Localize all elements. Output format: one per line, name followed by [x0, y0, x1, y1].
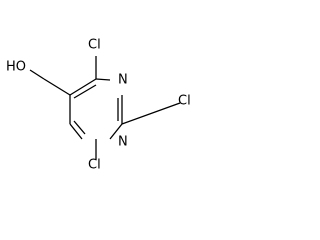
bond-c4-c5-inner [73, 84, 97, 99]
structure-diagram: HO Cl N Cl N Cl [6, 38, 191, 173]
atom-label-cl-right: Cl [178, 94, 191, 109]
bond-c4-c5 [69, 78, 97, 96]
bond-c6-n1-outer [73, 120, 86, 135]
bond-n3-c4 [95, 78, 111, 81]
bond-ch2-oh [29, 69, 45, 80]
bond-n1-c2 [109, 123, 123, 140]
bond-c2-cl [121, 102, 181, 125]
bond-c5-ch2 [43, 78, 71, 96]
atom-label-cl-bottom: Cl [88, 158, 101, 173]
bond-c6-n1 [69, 123, 83, 140]
atom-label-cl-top: Cl [88, 38, 101, 53]
atom-label-n-top: N [118, 73, 128, 88]
atom-label-oh: HO [6, 60, 26, 75]
atom-label-n-bottom: N [118, 135, 128, 150]
